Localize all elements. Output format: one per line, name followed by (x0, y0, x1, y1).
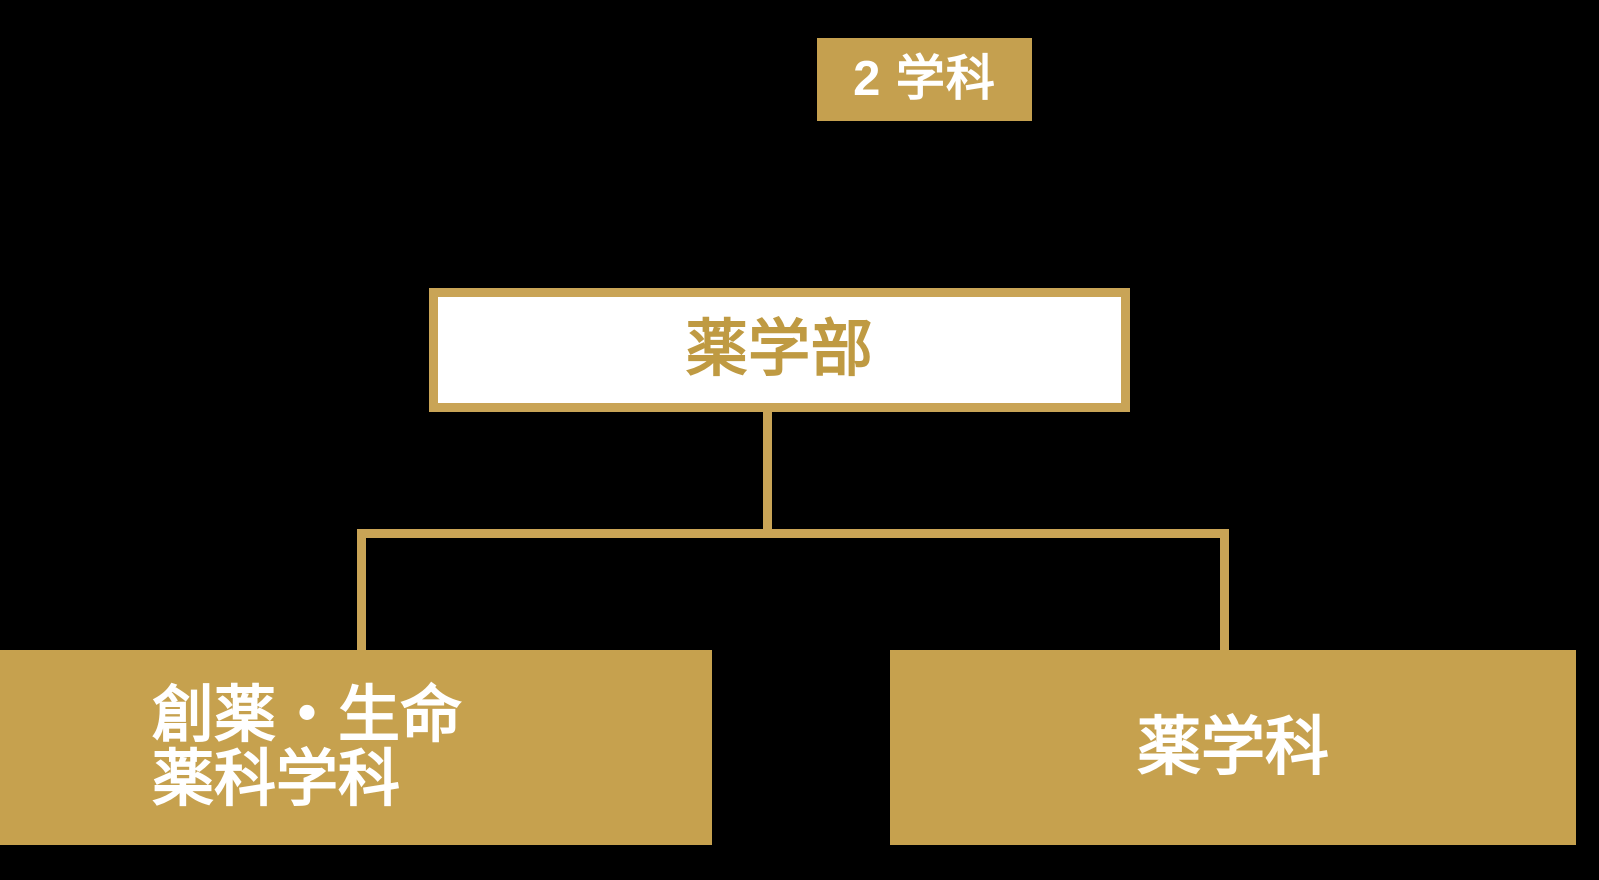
connector-trunk-vertical (763, 410, 772, 538)
faculty-node: 薬学部 (429, 288, 1130, 412)
department-node-pharmacy: 薬学科 (890, 650, 1576, 845)
department-node-drug-discovery: 創薬・生命 薬科学科 (0, 650, 712, 845)
department-node-label-line1: 薬学科 (1137, 710, 1329, 783)
department-node-label-line2: 薬科学科 (152, 744, 401, 814)
faculty-node-label: 薬学部 (685, 315, 874, 384)
connector-horizontal-bar (357, 529, 1229, 538)
connector-drop-left (357, 529, 366, 652)
department-node-label-line1: 創薬・生命 (152, 681, 463, 751)
department-count-badge: 2 学科 (817, 38, 1032, 121)
department-count-label: 2 学科 (853, 52, 996, 106)
connector-drop-right (1220, 529, 1229, 652)
